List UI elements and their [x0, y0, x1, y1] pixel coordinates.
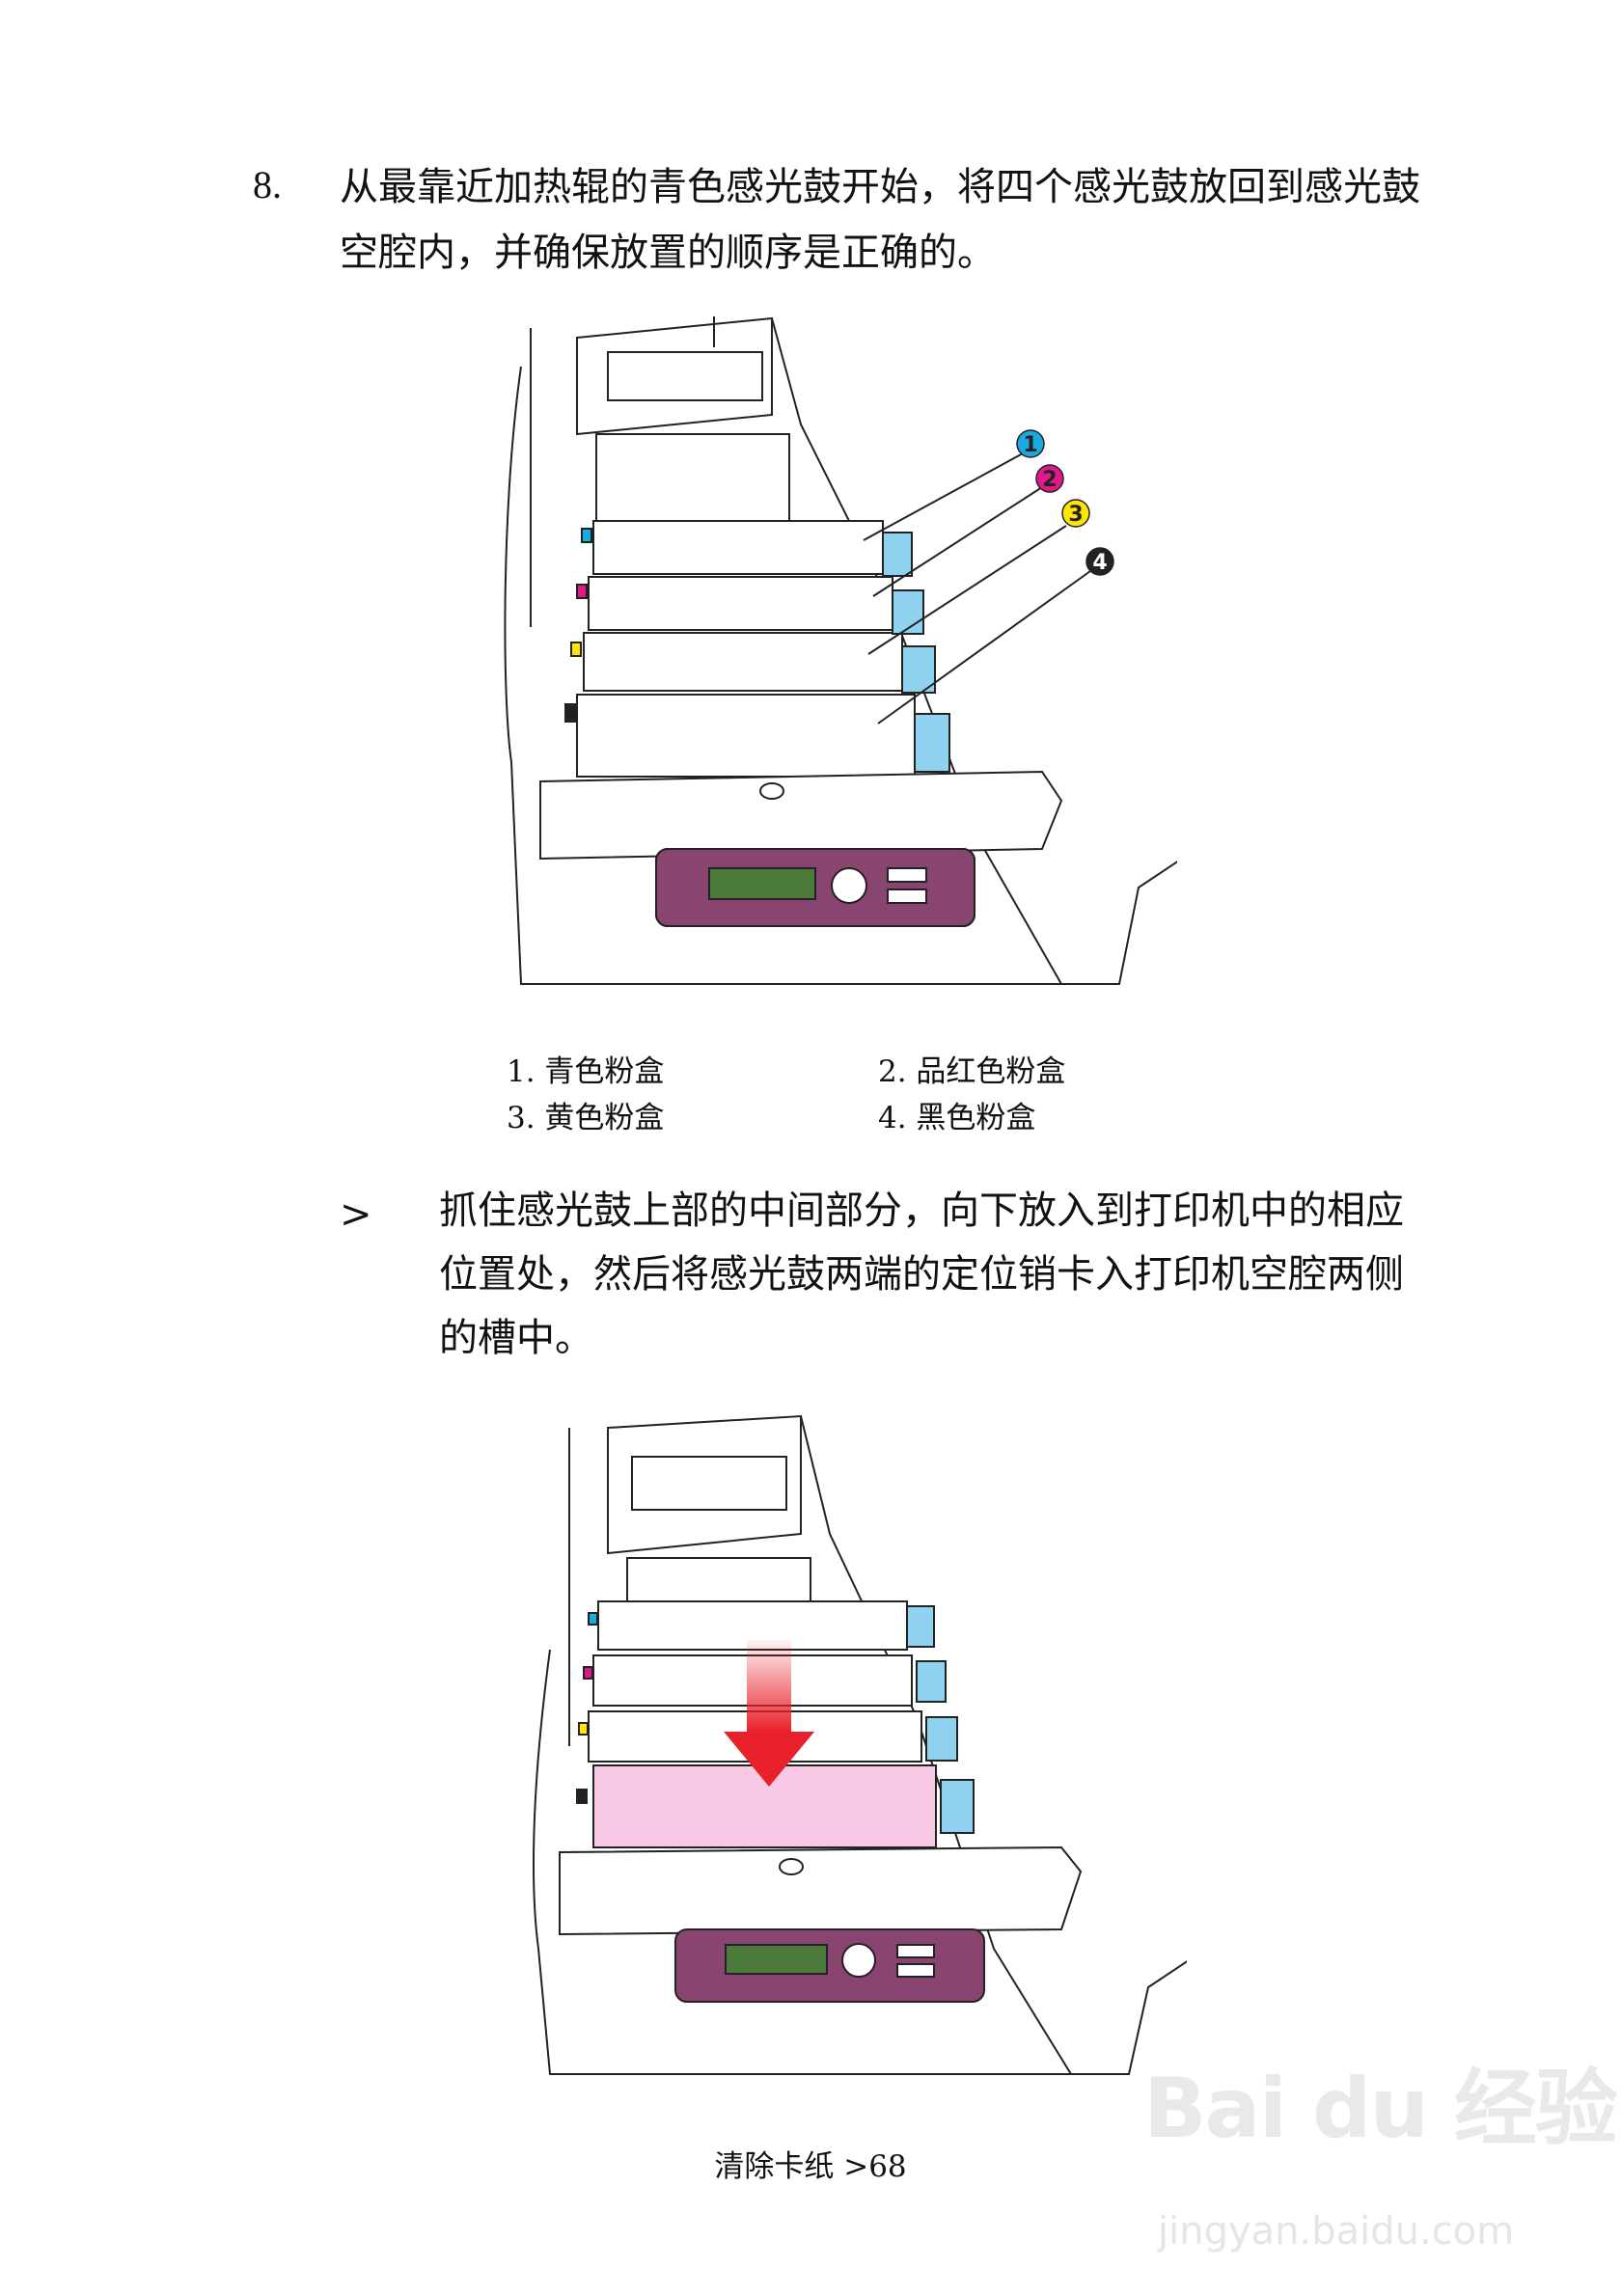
legend-item-1: 1. 青色粉盒	[507, 1054, 665, 1089]
bullet-marker: >	[340, 1192, 372, 1237]
watermark-url: jingyan.baidu.com	[1158, 2209, 1515, 2254]
legend-item-2: 2. 品红色粉盒	[878, 1054, 1066, 1089]
legend-item-3: 3. 黄色粉盒	[507, 1101, 665, 1135]
step-instruction: 从最靠近加热辊的青色感光鼓开始，将四个感光鼓放回到感光鼓空腔内，并确保放置的顺序…	[340, 165, 1420, 275]
printer-drums-figure: 1 2 3 4	[504, 316, 1177, 985]
callout-2: 2	[1042, 468, 1057, 492]
page-footer: 清除卡纸 >68	[714, 2149, 907, 2184]
callout-4: 4	[1092, 551, 1107, 575]
step-number: 8.	[253, 163, 282, 206]
insert-drum-figure	[533, 1414, 1187, 2075]
watermark-logo: Bai du 经验	[1143, 2061, 1618, 2157]
callout-3: 3	[1068, 503, 1083, 527]
bullet-instruction: 抓住感光鼓上部的中间部分，向下放入到打印机中的相应位置处，然后将感光鼓两端的定位…	[439, 1189, 1404, 1360]
down-arrow-icon	[724, 1640, 814, 1787]
legend-item-4: 4. 黑色粉盒	[878, 1101, 1036, 1135]
callout-1: 1	[1023, 433, 1037, 457]
drum-slots	[576, 520, 916, 778]
